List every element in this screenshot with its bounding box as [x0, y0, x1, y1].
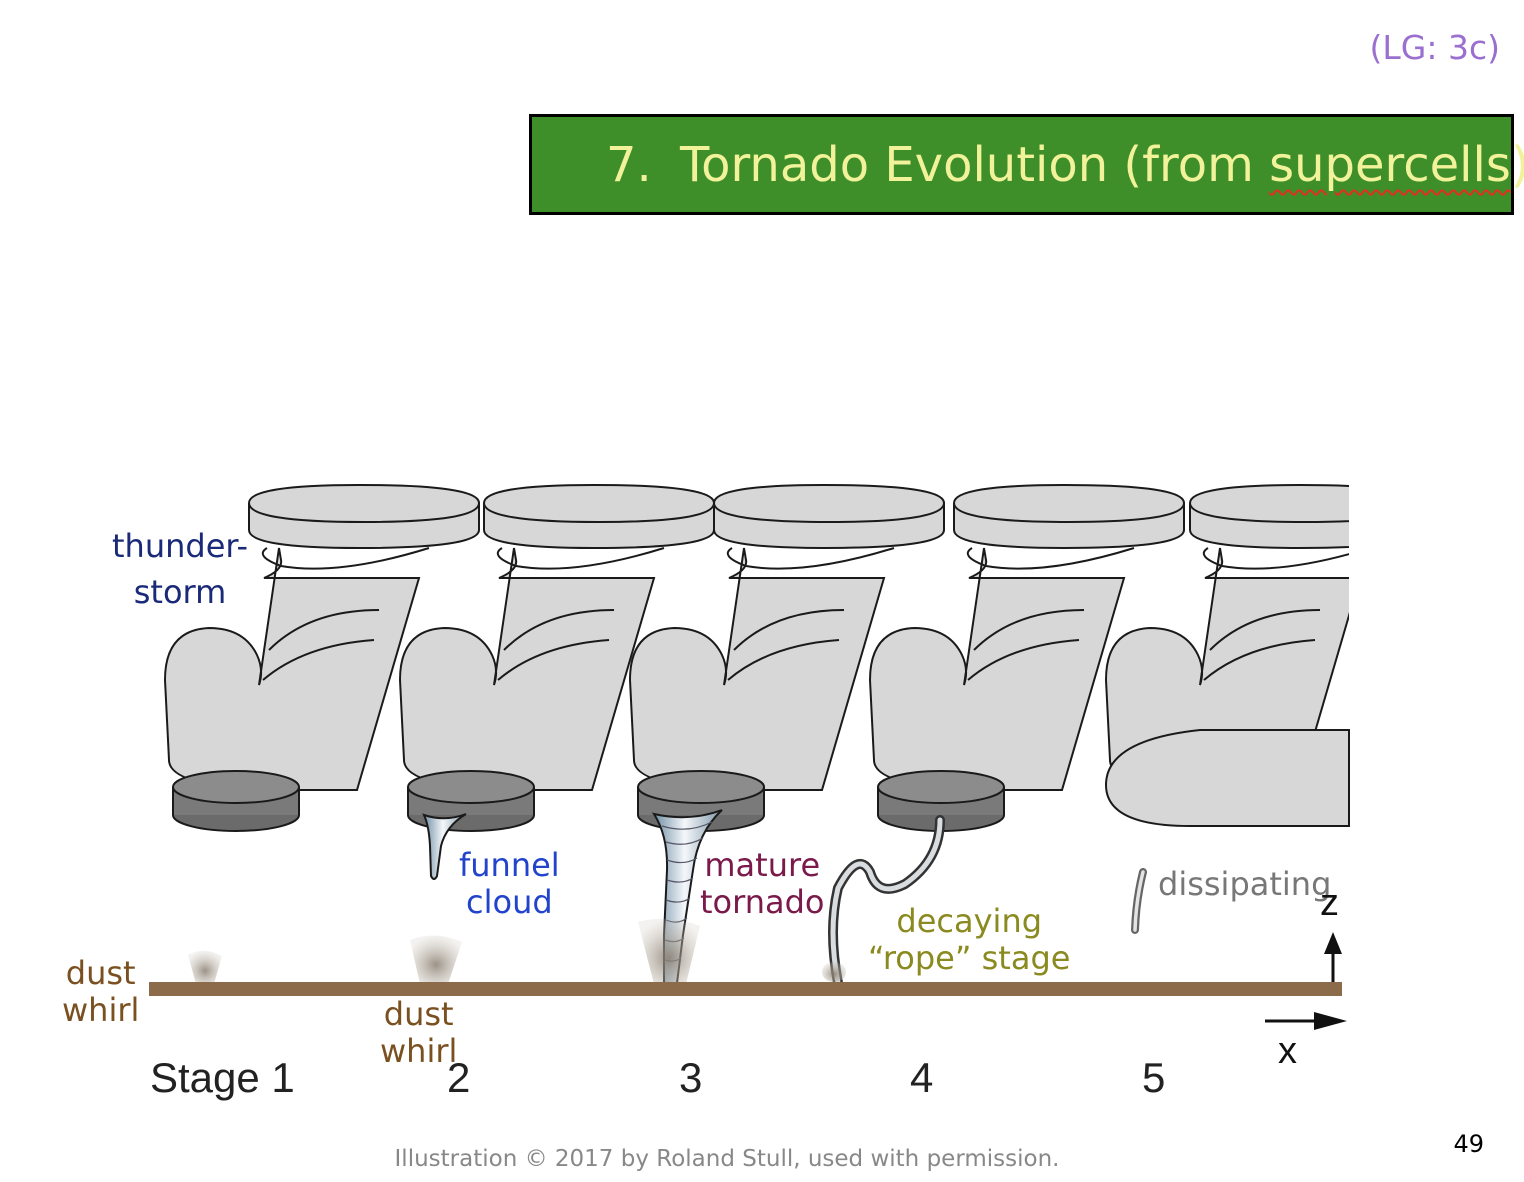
title-prefix: Tornado Evolution (from: [680, 137, 1270, 193]
label-funnel-cloud-line1: funnel: [459, 846, 560, 884]
label-funnel-cloud-line2: cloud: [466, 883, 553, 921]
dissipating-remnant-highlight: [1133, 870, 1145, 932]
rope-tornado-highlight: [830, 817, 943, 986]
label-dissipating: dissipating: [1158, 865, 1332, 903]
dust-whirl-stage-2: [410, 935, 462, 984]
dust-whirl-stage-1: [188, 950, 222, 984]
label-dust-whirl-2-line1: dust: [383, 995, 454, 1033]
stage-label-1: Stage 1: [150, 1054, 295, 1101]
label-dust-whirl-1-line1: dust: [65, 954, 136, 992]
title-banner: 7. Tornado Evolution (from supercells): [529, 114, 1524, 215]
dust-whirl-stage-3: [638, 918, 700, 984]
label-funnel-cloud: funnel cloud: [459, 847, 560, 921]
title-keyword-supercells: supercells: [1269, 137, 1511, 193]
title-suffix: ): [1511, 137, 1524, 193]
slide-title: Tornado Evolution (from supercells): [680, 137, 1524, 193]
wall-cloud-stage-1: [172, 770, 300, 832]
label-dust-whirl-1-line2: whirl: [62, 991, 140, 1029]
stage-label-3: 3: [679, 1054, 703, 1101]
label-decaying-rope-line1: decaying: [896, 902, 1043, 940]
learning-goal-tag: (LG: 3c): [1369, 28, 1500, 67]
label-decaying-rope-line2: “rope” stage: [868, 939, 1071, 977]
label-thunderstorm-line2: storm: [133, 573, 227, 611]
stage-label-4: 4: [910, 1054, 934, 1101]
label-thunderstorm-line1: thunder-: [112, 527, 249, 565]
x-axis-label: x: [1278, 1030, 1297, 1072]
ground-line: [149, 982, 1342, 996]
label-dust-whirl-2-line2: whirl: [380, 1032, 458, 1070]
page-number: 49: [1453, 1130, 1484, 1158]
label-mature-tornado-line1: mature: [704, 846, 821, 884]
label-mature-tornado: mature tornado: [700, 847, 825, 921]
title-number: 7.: [606, 137, 652, 193]
label-dust-whirl-1: dust whirl: [62, 955, 139, 1029]
z-axis-arrow: [1324, 932, 1342, 982]
label-dust-whirl-2: dust whirl: [380, 996, 457, 1070]
storm-base-stage-5: [1104, 729, 1350, 827]
x-axis-arrow: [1265, 1012, 1347, 1030]
label-mature-tornado-line2: tornado: [700, 883, 825, 921]
illustration-credit: Illustration © 2017 by Roland Stull, use…: [394, 1146, 1060, 1172]
label-thunderstorm: thunder- storm: [112, 528, 248, 611]
label-decaying-rope: decaying “rope” stage: [868, 903, 1070, 977]
stage-label-5: 5: [1142, 1054, 1166, 1101]
funnel-cloud: [422, 813, 467, 880]
z-axis-label: z: [1320, 882, 1339, 924]
dust-whirl-stage-4: [822, 962, 846, 982]
stage-label-2: 2: [447, 1054, 471, 1101]
